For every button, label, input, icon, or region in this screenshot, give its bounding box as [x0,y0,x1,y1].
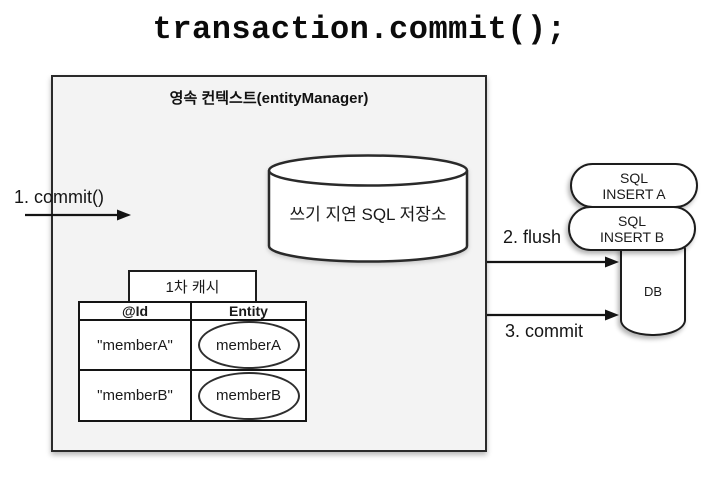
first-level-cache-label: 1차 캐시 [165,279,220,296]
entity-column-header: Entity [192,303,305,321]
commit-arrow-3 [487,309,619,321]
sql-insert-b-line1: SQL [617,212,646,229]
first-level-cache-table: @Id Entity "memberA" memberA "memberB" m… [78,301,307,422]
memberB-entity-label: memberB [215,387,282,404]
memberA-entity-ellipse: memberA [197,321,300,369]
sql-insert-b-line2: INSERT B [599,228,665,245]
id-cell-memberA: "memberA" [80,321,192,371]
db-label: DB [643,283,663,299]
entity-cell-memberA: memberA [192,321,305,371]
id-cell-memberB: "memberB" [80,371,192,420]
commit-step3-label: 3. commit [505,321,584,341]
commit-step1-label: 1. commit() [14,187,104,207]
memberB-entity-ellipse: memberB [197,371,300,420]
page-title: transaction.commit(); [152,11,567,48]
first-level-cache-tab: 1차 캐시 [128,270,257,303]
persistence-context-label: 영속 컨텍스트(entityManager) [169,90,369,107]
flush-step2-label: 2. flush [503,227,562,247]
entity-cell-memberB: memberB [192,371,305,420]
flush-arrow [487,256,619,268]
sql-insert-a-line2: INSERT A [602,185,666,202]
db-cylinder: DB [620,246,686,336]
sql-insert-a-line1: SQL [619,169,648,186]
write-behind-sql-store-cylinder [267,154,469,263]
sql-insert-a-box: SQL INSERT A [570,163,698,208]
write-behind-sql-store-label: 쓰기 지연 SQL 저장소 [289,205,447,224]
memberA-entity-label: memberA [215,336,282,354]
id-column-header: @Id [80,303,192,321]
sql-insert-b-box: SQL INSERT B [568,206,696,251]
